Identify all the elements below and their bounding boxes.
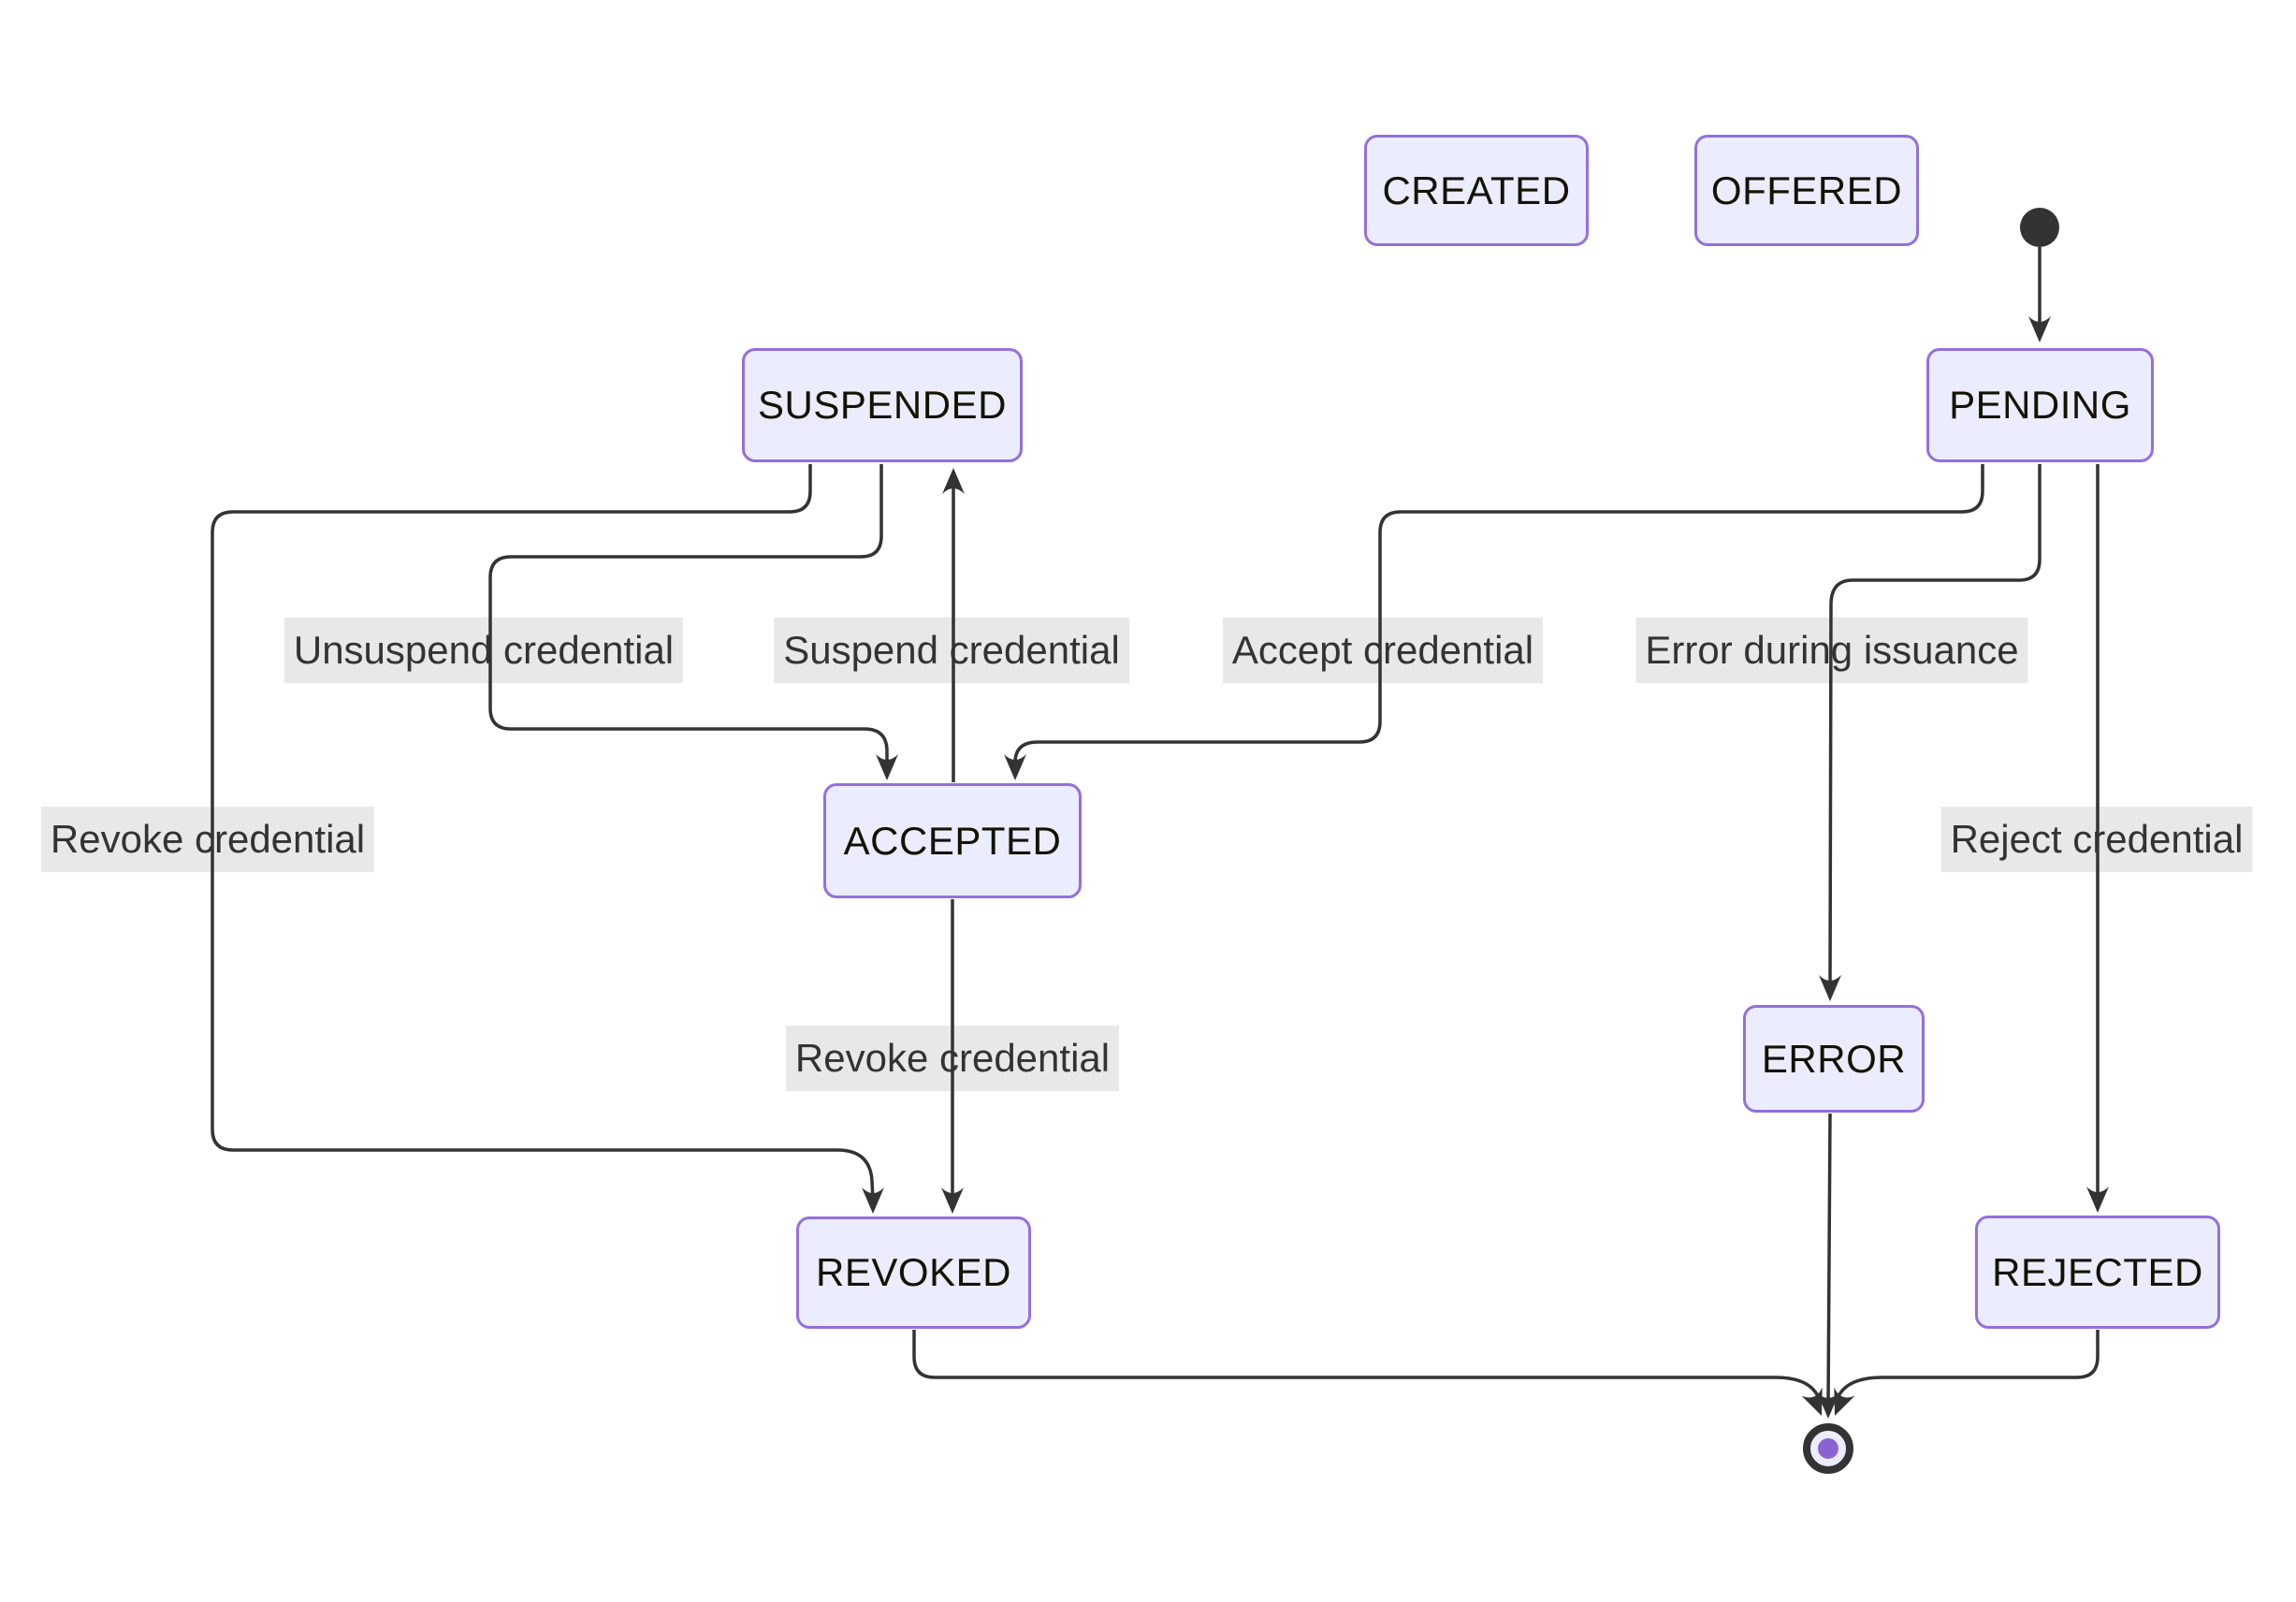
arrowhead-error-to-final bbox=[1817, 1392, 1839, 1419]
final-state-node bbox=[1803, 1423, 1853, 1474]
state-error-label: ERROR bbox=[1761, 1036, 1907, 1081]
edge-label-suspend-credential: Suspend credential bbox=[774, 618, 1129, 683]
edge-revoked-to-final bbox=[912, 1330, 1822, 1402]
state-suspended: SUSPENDED bbox=[742, 348, 1023, 462]
edge-label-revoke-credential-left: Revoke credential bbox=[40, 807, 375, 872]
state-created: CREATED bbox=[1364, 135, 1589, 246]
arrowhead-initial-to-pending bbox=[2028, 316, 2051, 342]
arrowhead-accepted-to-suspended bbox=[942, 468, 965, 494]
state-accepted: ACCEPTED bbox=[823, 783, 1082, 898]
edge-label-unsuspend-credential: Unsuspend credential bbox=[283, 618, 684, 683]
state-pending-label: PENDING bbox=[1949, 383, 2131, 427]
edge-error-to-final bbox=[1826, 1113, 1832, 1406]
state-offered-label: OFFERED bbox=[1710, 167, 1903, 212]
state-rejected-label: REJECTED bbox=[1992, 1249, 2203, 1294]
edge-pending-to-error bbox=[1828, 464, 2042, 989]
edge-rejected-to-final bbox=[1835, 1330, 2100, 1402]
arrowhead-suspended-to-revoked bbox=[862, 1187, 884, 1214]
state-accepted-label: ACCEPTED bbox=[843, 818, 1062, 863]
state-error: ERROR bbox=[1743, 1005, 1925, 1113]
edge-label-reject-credential: Reject credential bbox=[1940, 807, 2253, 872]
initial-state-node bbox=[2020, 208, 2059, 247]
arrowhead-pending-to-rejected bbox=[2086, 1187, 2109, 1213]
state-revoked: REVOKED bbox=[796, 1216, 1031, 1329]
edge-label-revoke-credential-mid: Revoke credential bbox=[785, 1026, 1120, 1091]
arrowhead-suspended-to-accepted bbox=[876, 754, 898, 780]
state-pending: PENDING bbox=[1926, 348, 2154, 462]
edge-suspended-to-accepted bbox=[488, 464, 889, 767]
state-revoked-label: REVOKED bbox=[816, 1250, 1011, 1294]
state-created-label: CREATED bbox=[1382, 167, 1571, 212]
arrowhead-accepted-to-revoked bbox=[941, 1187, 964, 1214]
state-rejected: REJECTED bbox=[1975, 1216, 2220, 1329]
edge-label-error-during-issuance: Error during issuance bbox=[1635, 618, 2028, 683]
arrowhead-pending-to-accepted bbox=[1004, 754, 1026, 780]
final-state-inner-dot bbox=[1818, 1438, 1838, 1459]
state-offered: OFFERED bbox=[1694, 135, 1919, 246]
edge-pending-to-accepted bbox=[1013, 464, 1984, 767]
arrowhead-rejected-to-final bbox=[1834, 1387, 1855, 1416]
edge-label-accept-credential: Accept credential bbox=[1222, 618, 1544, 683]
state-suspended-label: SUSPENDED bbox=[758, 383, 1007, 427]
arrowhead-pending-to-error bbox=[1819, 975, 1841, 1001]
arrowhead-revoked-to-final bbox=[1801, 1387, 1823, 1416]
